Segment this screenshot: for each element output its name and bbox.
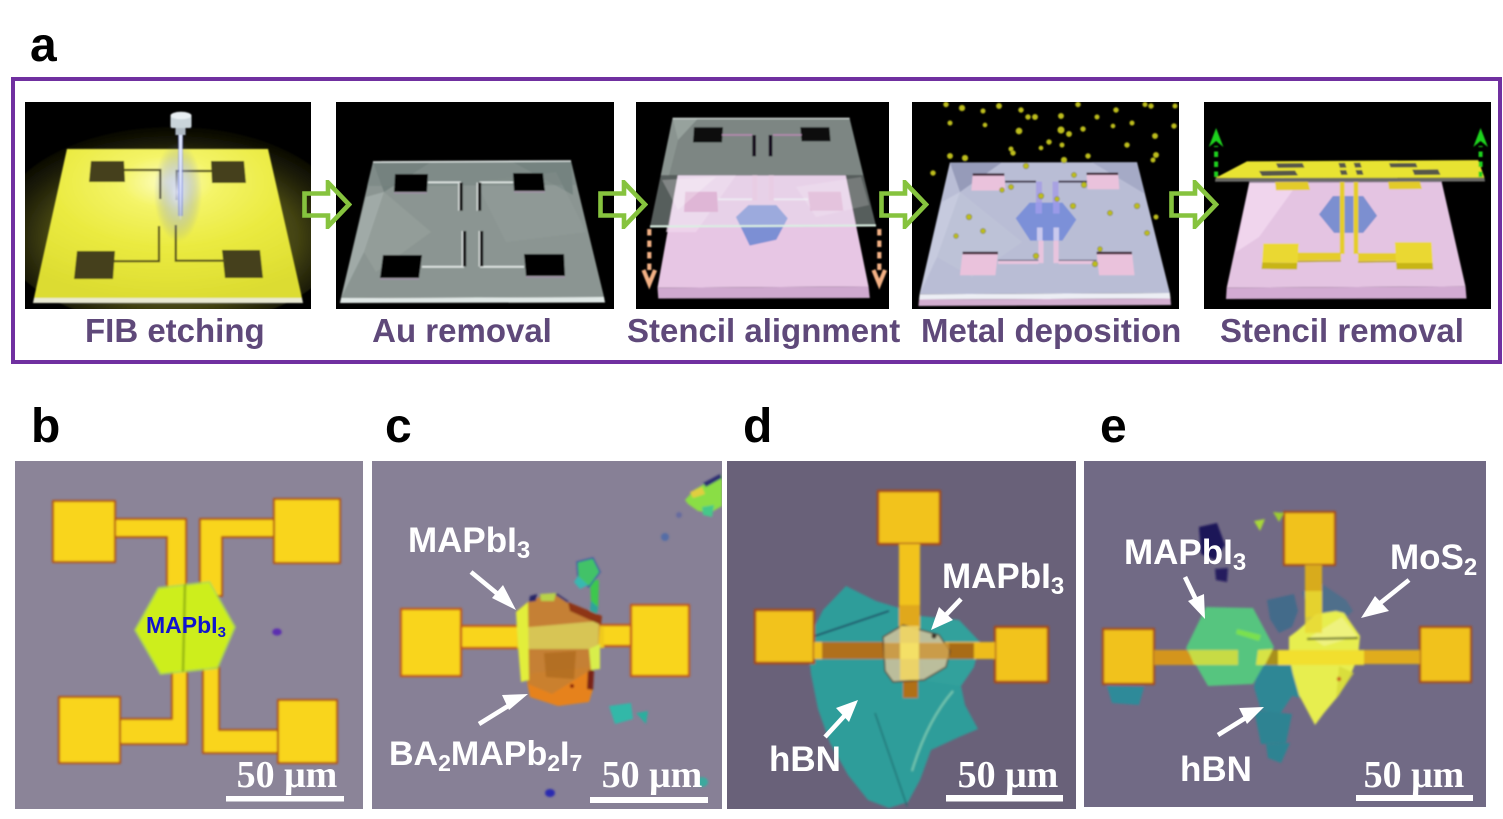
svg-text:MAPbI3: MAPbI3 xyxy=(942,557,1064,600)
svg-text:hBN: hBN xyxy=(1180,750,1252,789)
svg-text:MAPbI3: MAPbI3 xyxy=(1124,533,1246,576)
svg-text:50 μm: 50 μm xyxy=(1364,754,1465,796)
svg-text:MoS2: MoS2 xyxy=(1390,538,1477,581)
svg-text:50 μm: 50 μm xyxy=(958,754,1059,796)
svg-text:hBN: hBN xyxy=(769,740,841,779)
svg-text:MAPbI3: MAPbI3 xyxy=(146,612,226,641)
svg-text:50 μm: 50 μm xyxy=(602,754,703,796)
svg-text:50 μm: 50 μm xyxy=(237,754,338,796)
svg-text:MAPbI3: MAPbI3 xyxy=(408,521,530,564)
